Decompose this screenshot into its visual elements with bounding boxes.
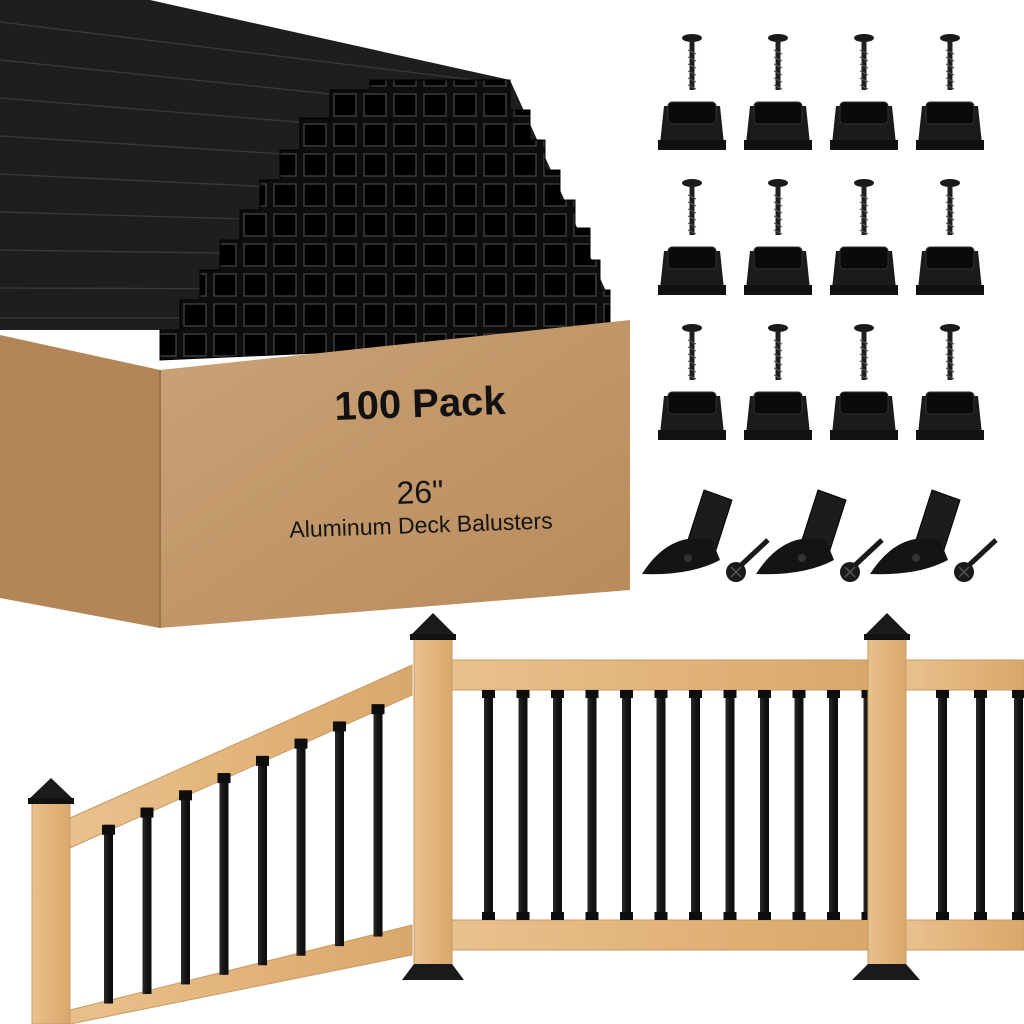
square-connector-icon bbox=[744, 34, 812, 150]
baluster bbox=[654, 690, 668, 920]
angled-connector-icon bbox=[756, 489, 884, 582]
square-connector-icon bbox=[744, 324, 812, 440]
square-connector-icon bbox=[830, 324, 898, 440]
baluster bbox=[333, 721, 346, 947]
baluster bbox=[179, 790, 192, 985]
angled-connector-row bbox=[642, 489, 998, 582]
square-connector-icon bbox=[916, 324, 984, 440]
square-connector-icon bbox=[658, 34, 726, 150]
baluster bbox=[256, 755, 269, 966]
baluster bbox=[827, 690, 840, 920]
baluster bbox=[723, 690, 737, 920]
baluster bbox=[140, 807, 154, 994]
post-left bbox=[28, 778, 74, 1024]
baluster bbox=[620, 690, 633, 920]
post-middle bbox=[402, 613, 464, 980]
post-right bbox=[852, 613, 920, 980]
angled-connector-icon bbox=[642, 489, 770, 582]
baluster bbox=[516, 690, 530, 920]
baluster bbox=[294, 738, 308, 956]
baluster bbox=[936, 690, 949, 920]
baluster bbox=[689, 690, 702, 920]
screw-icon bbox=[840, 538, 884, 582]
baluster bbox=[551, 690, 564, 920]
baluster bbox=[792, 690, 806, 920]
square-connector-icon bbox=[658, 179, 726, 295]
baluster bbox=[371, 704, 385, 937]
baluster bbox=[482, 690, 495, 920]
square-connector-icon bbox=[916, 34, 984, 150]
baluster-bundle bbox=[0, 0, 611, 361]
stair-balusters bbox=[102, 704, 385, 1004]
baluster bbox=[1012, 690, 1024, 920]
railing-scene bbox=[28, 613, 1024, 1024]
angled-connector-icon bbox=[870, 489, 998, 582]
baluster bbox=[585, 690, 599, 920]
cardboard-box bbox=[0, 320, 630, 628]
baluster bbox=[102, 824, 115, 1004]
level-balusters bbox=[482, 690, 1024, 920]
square-connector-grid bbox=[658, 34, 984, 440]
square-connector-icon bbox=[744, 179, 812, 295]
screw-icon bbox=[726, 538, 770, 582]
baluster bbox=[758, 690, 771, 920]
square-connector-icon bbox=[830, 179, 898, 295]
square-connector-icon bbox=[916, 179, 984, 295]
baluster bbox=[974, 690, 987, 920]
square-connector-icon bbox=[658, 324, 726, 440]
square-connector-icon bbox=[830, 34, 898, 150]
baluster bbox=[217, 773, 231, 975]
screw-icon bbox=[954, 538, 998, 582]
